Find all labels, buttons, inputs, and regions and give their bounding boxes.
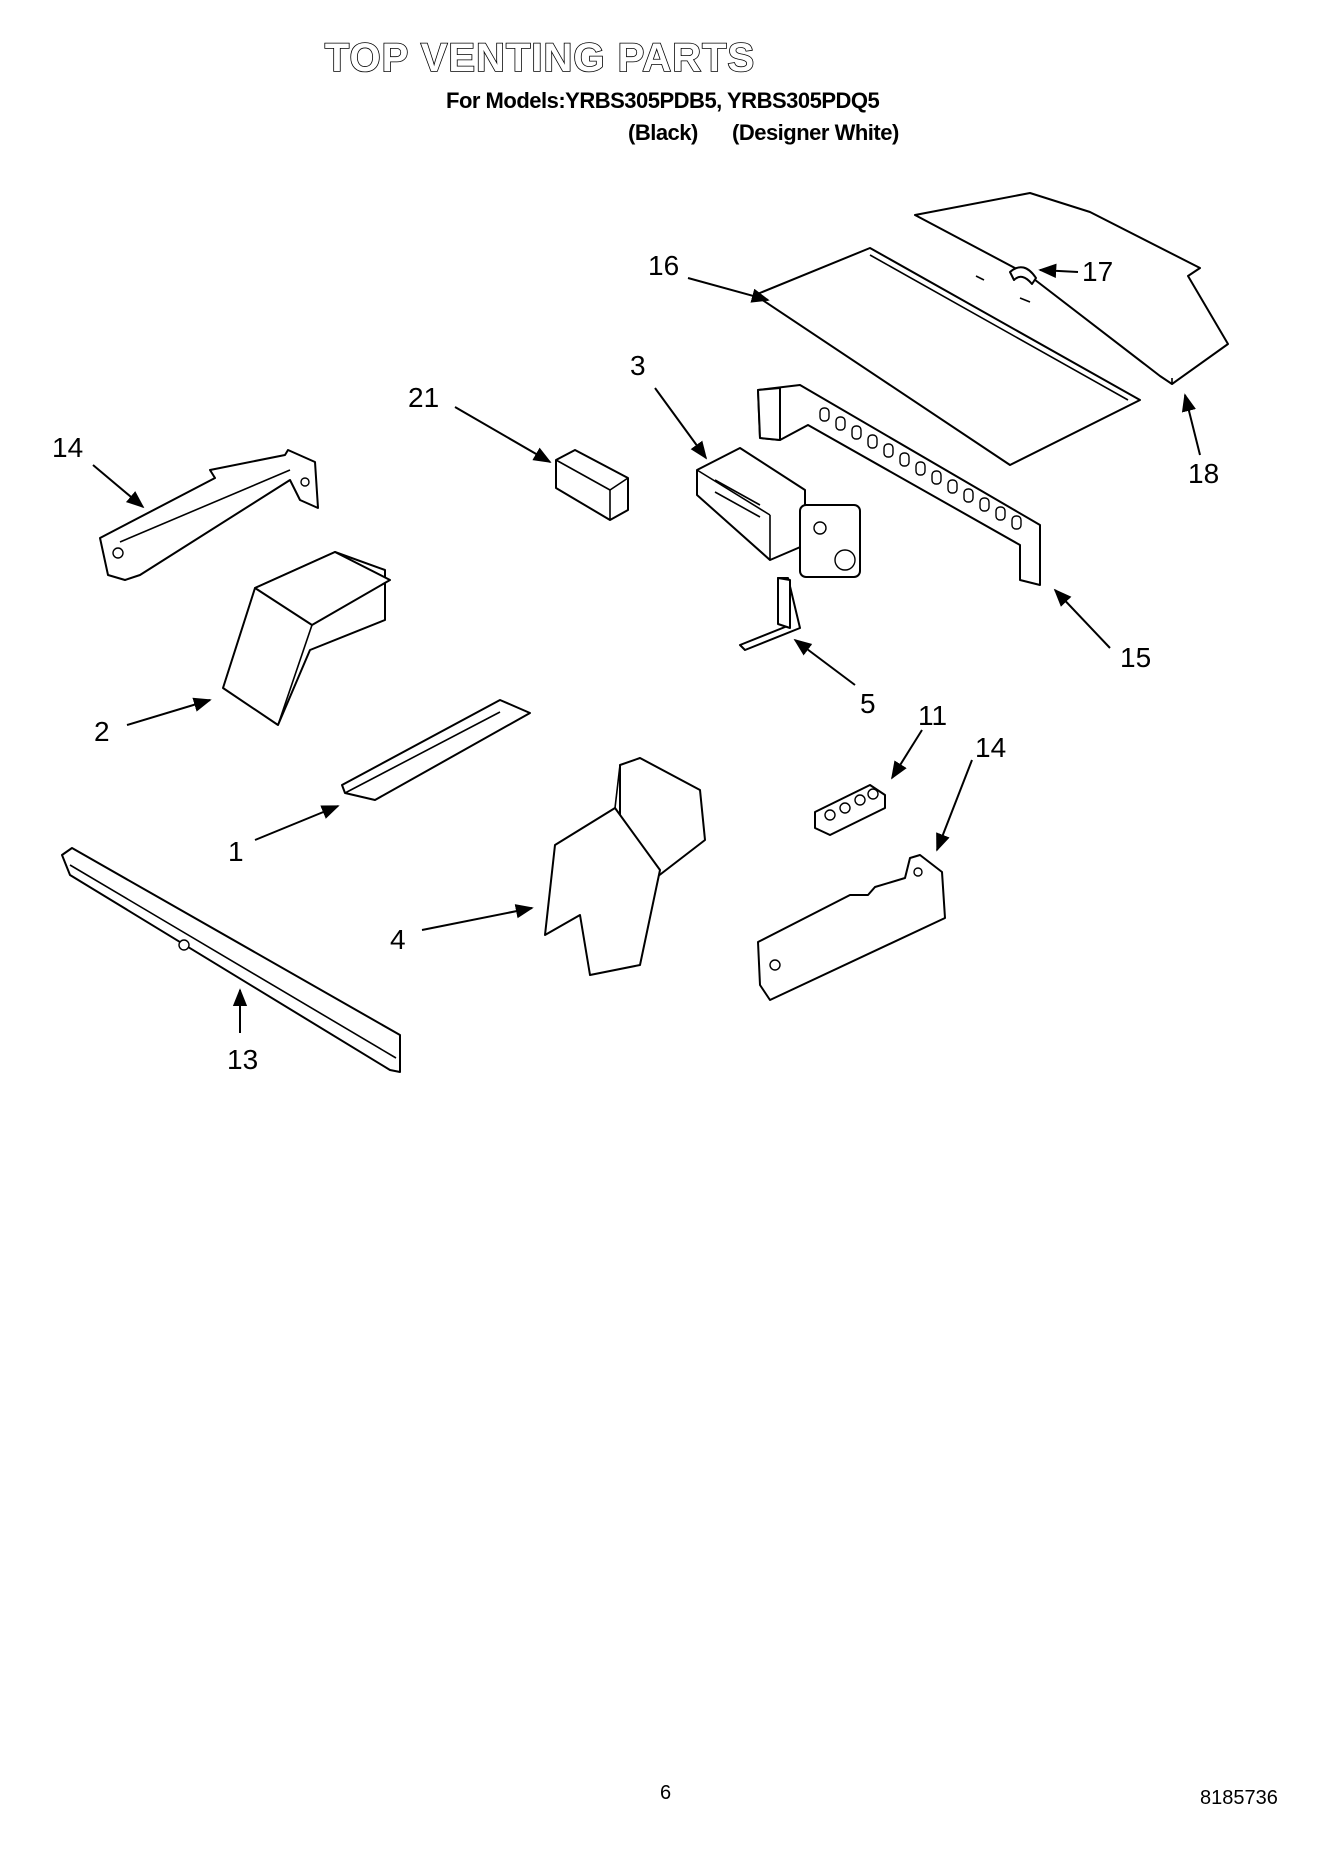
callout-13: 13 [227, 1044, 259, 1075]
document-number: 8185736 [1200, 1787, 1278, 1809]
part-16-top-panel [754, 247, 1141, 466]
part-14-right-side-bracket [757, 854, 946, 1001]
page-number: 6 [660, 1782, 672, 1804]
part-11-terminal-block [814, 784, 886, 836]
part-21-block [555, 449, 629, 521]
part-14-left-side-bracket [99, 449, 319, 581]
part-4-duct-housing [544, 757, 706, 976]
callout-14-right: 14 [975, 732, 1007, 763]
part-5-bracket [739, 577, 801, 651]
callout-16: 16 [648, 250, 680, 281]
callout-18: 18 [1188, 458, 1220, 489]
callout-15: 15 [1120, 642, 1152, 673]
variant-black-label: (Black) [628, 120, 698, 145]
leader-lines [92, 263, 1201, 1033]
part-3-vent-motor-assembly [696, 447, 861, 578]
callout-11: 11 [918, 700, 948, 731]
models-line: For Models:YRBS305PDB5, YRBS305PDQ5 [446, 88, 880, 113]
part-17-clip [975, 266, 1037, 303]
page-title: TOP VENTING PARTS [324, 35, 756, 81]
part-18-rear-panel [914, 192, 1229, 385]
part-13-long-rail [61, 847, 401, 1073]
callout-17: 17 [1082, 256, 1114, 287]
callout-1: 1 [228, 836, 244, 867]
part-1-channel [341, 699, 531, 801]
callout-4: 4 [390, 924, 406, 955]
callout-14-left: 14 [52, 432, 84, 463]
callout-2: 2 [94, 716, 110, 747]
callout-3: 3 [630, 350, 646, 381]
callout-5: 5 [860, 688, 876, 719]
part-2-duct [222, 551, 391, 726]
part-15-vented-rail [757, 384, 1041, 586]
variant-white-label: (Designer White) [732, 120, 899, 145]
callout-21: 21 [408, 382, 440, 413]
